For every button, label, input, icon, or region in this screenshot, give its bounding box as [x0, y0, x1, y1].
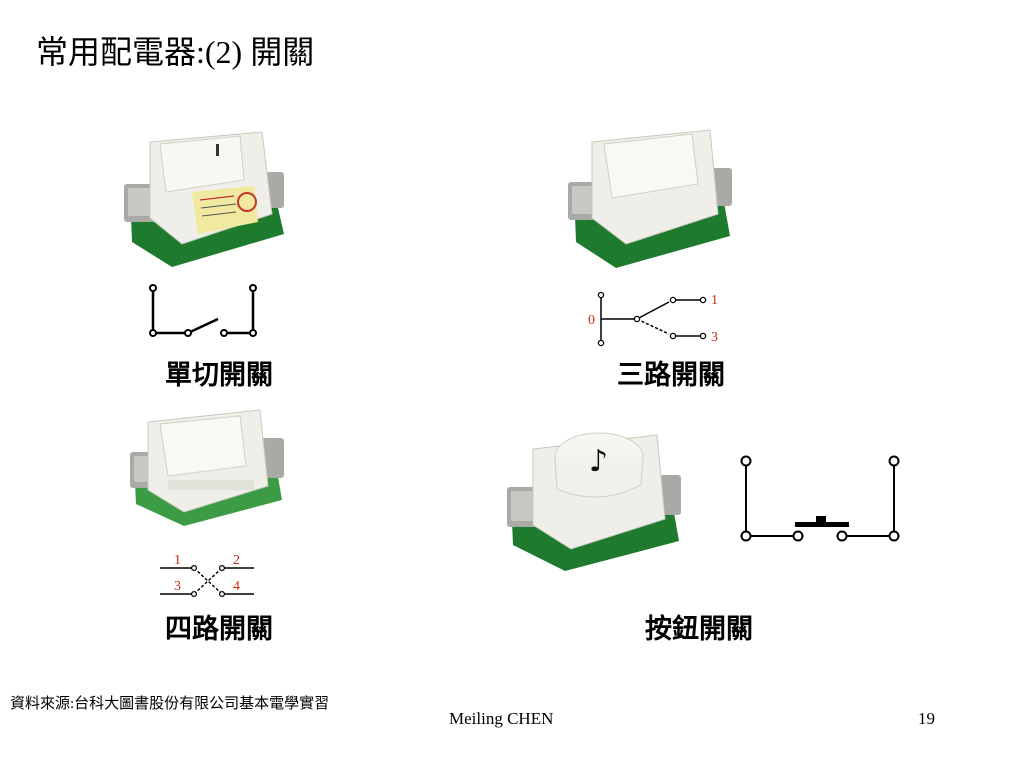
four-way-switch-label: 四路開關 [165, 614, 273, 645]
single-pole-switch-photo [124, 131, 284, 267]
terminal-label-2: 2 [233, 553, 240, 568]
push-button-switch-photo: ♪ [507, 432, 681, 571]
four-way-switch-photo [130, 409, 284, 526]
push-button-switch-label: 按鈕開關 [645, 614, 753, 645]
page-number: 19 [918, 709, 935, 728]
terminal-label-3: 3 [174, 579, 181, 594]
terminal-label-3: 3 [711, 330, 718, 345]
single-pole-switch-label: 單切開關 [165, 360, 273, 391]
single-pole-switch-diagram [149, 284, 257, 337]
push-button-switch-diagram [740, 455, 900, 542]
four-way-switch-diagram: 1 2 3 4 [160, 553, 254, 597]
terminal-label-1: 1 [711, 293, 718, 308]
source-citation: 資料來源:台科大圖書股份有限公司基本電學實習 [10, 696, 330, 712]
music-note-icon: ♪ [589, 444, 608, 479]
three-way-switch-photo [568, 129, 732, 268]
three-way-switch-diagram: 0 1 3 [588, 291, 718, 347]
footer-author: Meiling CHEN [449, 709, 554, 728]
terminal-label-4: 4 [233, 579, 240, 594]
terminal-label-1: 1 [174, 553, 181, 568]
page-title: 常用配電器:(2) 開關 [36, 34, 315, 70]
three-way-switch-label: 三路開關 [617, 360, 725, 391]
terminal-label-0: 0 [588, 313, 595, 328]
